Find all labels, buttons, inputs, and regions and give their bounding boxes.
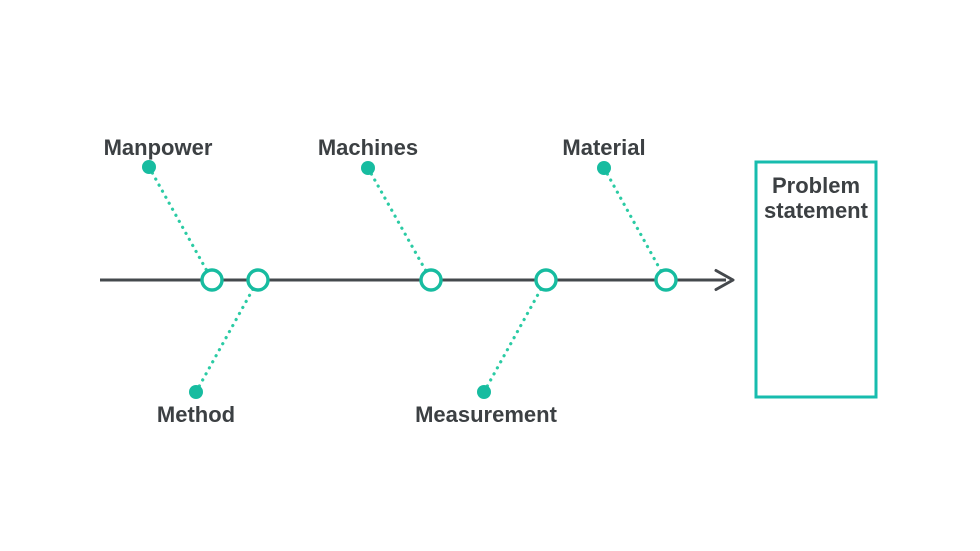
problem-box-frame — [754, 160, 878, 399]
problem-statement-box: Problem statement — [754, 160, 878, 399]
branch-label: Machines — [318, 135, 418, 160]
branch-line — [194, 278, 260, 394]
branch-method: Method — [157, 268, 270, 427]
branch-measurement: Measurement — [415, 268, 558, 427]
branch-dot — [142, 160, 156, 174]
branch-machines: Machines — [318, 135, 443, 292]
branch-joint — [419, 268, 443, 292]
branch-label: Material — [562, 135, 645, 160]
problem-box-title-line2: statement — [764, 198, 869, 223]
branch-joint — [654, 268, 678, 292]
branch-label: Measurement — [415, 402, 558, 427]
branch-line — [147, 165, 214, 282]
branch-joint — [246, 268, 270, 292]
branch-material: Material — [562, 135, 678, 292]
spine — [100, 269, 735, 291]
branch-dot — [477, 385, 491, 399]
branch-manpower: Manpower — [104, 135, 224, 292]
problem-box-title-line1: Problem — [772, 173, 860, 198]
branch-dot — [597, 161, 611, 175]
branch-label: Method — [157, 402, 235, 427]
branch-line — [482, 278, 548, 394]
branch-label: Manpower — [104, 135, 213, 160]
branch-line — [366, 166, 433, 282]
branch-dot — [189, 385, 203, 399]
branch-joint — [534, 268, 558, 292]
branch-joint — [200, 268, 224, 292]
spine-arrowhead-icon — [714, 269, 735, 291]
branch-dot — [361, 161, 375, 175]
branch-line — [602, 166, 668, 282]
